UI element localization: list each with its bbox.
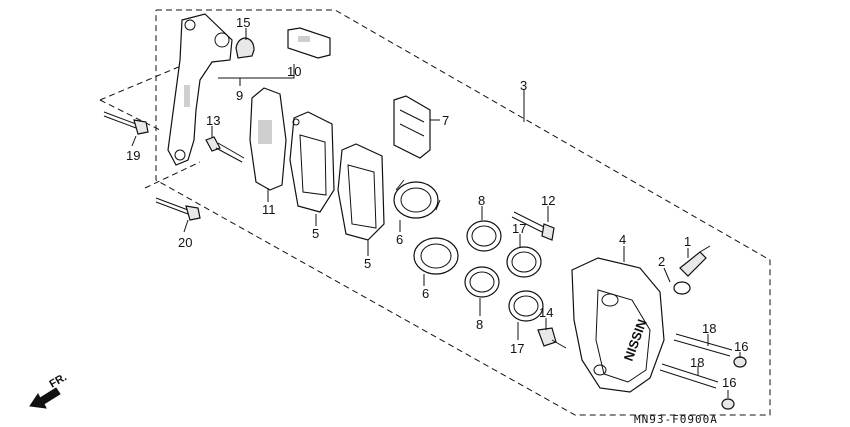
caliper-bracket — [167, 13, 233, 166]
pad-shim — [249, 87, 287, 191]
callout-9: 9 — [236, 88, 243, 103]
pin-boot — [235, 37, 255, 59]
bolt-12 — [511, 211, 555, 241]
bolt-19 — [103, 111, 149, 135]
callout-8-lower: 8 — [476, 317, 483, 332]
callout-8-upper: 8 — [478, 193, 485, 208]
callout-16-upper: 16 — [734, 339, 748, 354]
callout-19: 19 — [126, 148, 140, 163]
caliper-body: NISSIN — [571, 257, 665, 393]
callout-labels: 15 10 9 3 7 13 19 11 5 5 6 6 8 8 17 17 1… — [126, 15, 748, 390]
callout-17-upper: 17 — [512, 221, 526, 236]
callout-16-lower: 16 — [722, 375, 736, 390]
piston-upper — [393, 179, 441, 219]
bolt-13 — [205, 136, 245, 163]
callout-18-lower: 18 — [690, 355, 704, 370]
front-direction-label: FR. — [48, 371, 69, 390]
callout-6-lower: 6 — [422, 286, 429, 301]
callout-2: 2 — [658, 254, 665, 269]
pin-cap-lower — [721, 398, 735, 410]
pad-spring — [393, 95, 431, 159]
callout-10: 10 — [287, 64, 301, 79]
bolt-20 — [155, 197, 201, 221]
dust-seal-lower — [508, 290, 544, 322]
slide-pin-lower — [659, 363, 719, 389]
pin-cap-upper — [733, 356, 747, 368]
callout-18-upper: 18 — [702, 321, 716, 336]
callout-12: 12 — [541, 193, 555, 208]
piston-seal-upper — [466, 220, 502, 252]
brake-pad-outer — [289, 111, 335, 213]
bolt-14 — [537, 327, 567, 349]
callout-7: 7 — [442, 113, 449, 128]
brake-pad-inner — [337, 143, 385, 241]
callout-20: 20 — [178, 235, 192, 250]
callout-3: 3 — [520, 78, 527, 93]
callout-15: 15 — [236, 15, 250, 30]
bleeder-valve — [679, 245, 711, 277]
callout-6-upper: 6 — [396, 232, 403, 247]
dust-seal-upper — [506, 246, 542, 278]
callout-11: 11 — [262, 202, 276, 217]
diagram-code: MN93-F0900A — [634, 413, 718, 426]
piston-lower — [413, 237, 459, 275]
bleeder-cap — [673, 281, 691, 295]
slide-pin-upper — [673, 333, 733, 357]
leader-lines — [131, 28, 741, 398]
piston-seal-lower — [464, 266, 500, 298]
callout-17-lower: 17 — [510, 341, 524, 356]
front-direction-indicator: FR. — [29, 371, 69, 409]
callout-13: 13 — [206, 113, 220, 128]
pad-retainer-clip — [287, 27, 331, 59]
front-arrow-icon — [29, 387, 61, 409]
callout-5-lower: 5 — [364, 256, 371, 271]
callout-1: 1 — [684, 234, 691, 249]
callout-5-upper: 5 — [312, 226, 319, 241]
callout-4: 4 — [619, 232, 626, 247]
callout-14: 14 — [539, 305, 553, 320]
